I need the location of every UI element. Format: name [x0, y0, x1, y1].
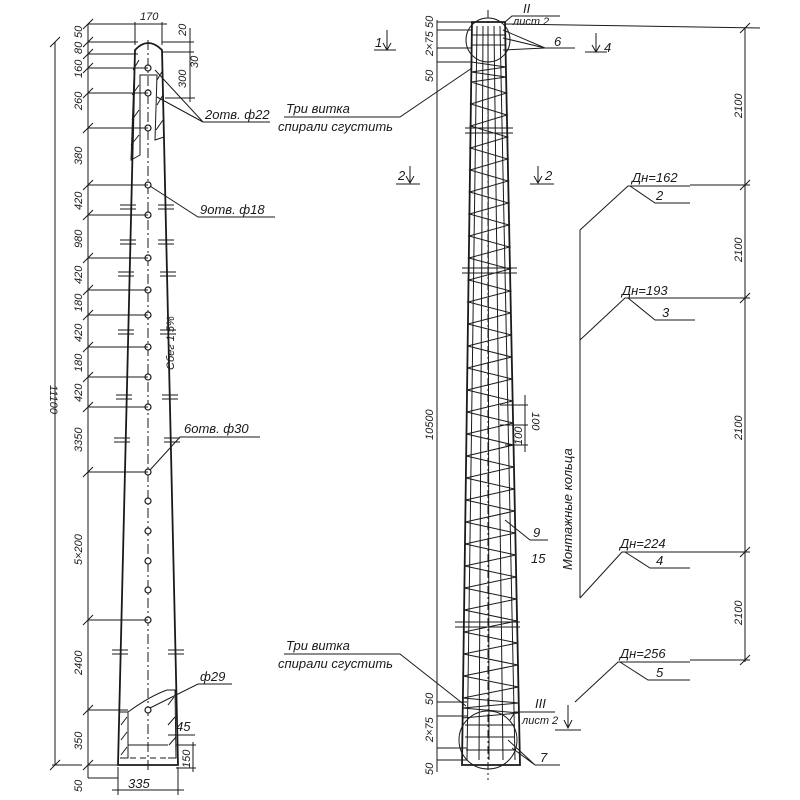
spiral-pitch-1: 100 [529, 412, 541, 431]
ring-1-pos: 2 [655, 188, 664, 203]
ring-dim-2: 2100 [733, 237, 745, 263]
dim-30: 30 [189, 55, 201, 68]
section-1-label: 1 [375, 35, 382, 50]
right-pole-outline [455, 10, 521, 780]
ring-dim-3: 2100 [733, 415, 745, 441]
dim-45: 45 [176, 719, 191, 734]
dim-top-2x75: 2×75 [424, 30, 436, 57]
left-pole-outline [112, 40, 184, 770]
detail-III-sheet: лист 2 [521, 715, 558, 727]
dim-bot-50a: 50 [424, 692, 436, 705]
dim-150: 150 [181, 749, 193, 768]
dim-350: 350 [73, 731, 85, 750]
note-top-line2: спирали сгустить [278, 119, 393, 134]
pos-15: 15 [531, 551, 546, 566]
slope-label: Сбег 1,5% [165, 316, 177, 370]
dim-10500: 10500 [424, 409, 436, 440]
dim-top-50b: 50 [424, 69, 436, 82]
ring-dim-4: 2100 [733, 600, 745, 626]
note-top-line1: Три витка [286, 101, 350, 116]
dim-bot-2x75: 2×75 [424, 716, 436, 743]
position-callouts: 6 9 15 7 [502, 29, 575, 766]
dim-3350: 3350 [73, 427, 85, 452]
ring-dim-1: 2100 [733, 93, 745, 119]
section-4-label: 4 [604, 40, 611, 55]
dim-11100: 11100 [47, 385, 59, 415]
ring-4-diameter: Дн=256 [618, 646, 666, 661]
detail-II-label: II [523, 1, 531, 16]
pos-7: 7 [540, 750, 548, 765]
left-callouts: 2отв. ф22 9отв. ф18 6отв. ф30 Сбег 1,5% … [112, 69, 275, 795]
dim-380: 380 [73, 146, 85, 165]
dim-top-50a: 50 [424, 15, 436, 28]
dim-180-a: 180 [73, 293, 85, 312]
note-bottom-line2: спирали сгустить [278, 656, 393, 671]
ring-2-pos: 3 [662, 305, 670, 320]
pos-9: 9 [533, 525, 540, 540]
dim-50-bottom: 50 [73, 779, 85, 792]
dim-335: 335 [128, 776, 150, 791]
section-2-right: 2 [544, 168, 553, 183]
ring-3-diameter: Дн=224 [618, 536, 666, 551]
ring-2-diameter: Дн=193 [620, 283, 668, 298]
dim-420-c: 420 [73, 323, 85, 342]
dim-180-b: 180 [73, 353, 85, 372]
section-markers: 1 4 2 2 II лист 2 III лист 2 [374, 1, 761, 731]
section-2-left: 2 [397, 168, 406, 183]
ring-dims: 2100 2100 2100 2100 Монтажные кольца Дн=… [560, 22, 751, 703]
detail-circle-bottom [458, 710, 518, 770]
spiral-pitch-2: 100 [513, 426, 525, 445]
ring-3-pos: 4 [656, 553, 663, 568]
spiral-zigzag [462, 61, 519, 719]
dim-50-top: 50 [73, 25, 85, 38]
spiral-note-bottom: Три витка спирали сгустить [278, 638, 467, 707]
dim-160: 160 [73, 59, 85, 78]
dim-420-b: 420 [73, 265, 85, 284]
dim-20: 20 [177, 23, 189, 37]
dim-bot-50b: 50 [424, 762, 436, 775]
dim-260: 260 [73, 91, 85, 111]
callout-holes-18: 9отв. ф18 [200, 202, 265, 217]
rings-label: Монтажные кольца [560, 448, 575, 570]
dim-5x200: 5×200 [73, 533, 85, 565]
note-bottom-line1: Три витка [286, 638, 350, 653]
dim-300: 300 [177, 69, 189, 88]
ring-4-pos: 5 [656, 665, 664, 680]
dim-420-a: 420 [73, 191, 85, 210]
dim-420-d: 420 [73, 383, 85, 402]
right-pole-dims: 50 2×75 50 50 2×75 50 10500 100 100 [424, 15, 541, 775]
dim-2400: 2400 [73, 650, 85, 676]
left-top-dims: 170 20 30 300 [130, 11, 201, 102]
callout-hole-29: ф29 [200, 669, 225, 684]
dim-980: 980 [73, 229, 85, 248]
callout-holes-30: 6отв. ф30 [184, 421, 249, 436]
callout-holes-22: 2отв. ф22 [204, 107, 270, 122]
detail-III-label: III [535, 696, 546, 711]
dim-80: 80 [73, 41, 85, 54]
dim-170: 170 [140, 11, 159, 23]
detail-II-sheet: лист 2 [512, 16, 549, 28]
left-dimension-chain: 50 80 160 260 380 420 980 420 180 420 18… [47, 18, 148, 792]
spiral-note-top: Три витка спирали сгустить [278, 67, 473, 134]
pos-6: 6 [554, 34, 562, 49]
ring-1-diameter: Дн=162 [630, 170, 678, 185]
